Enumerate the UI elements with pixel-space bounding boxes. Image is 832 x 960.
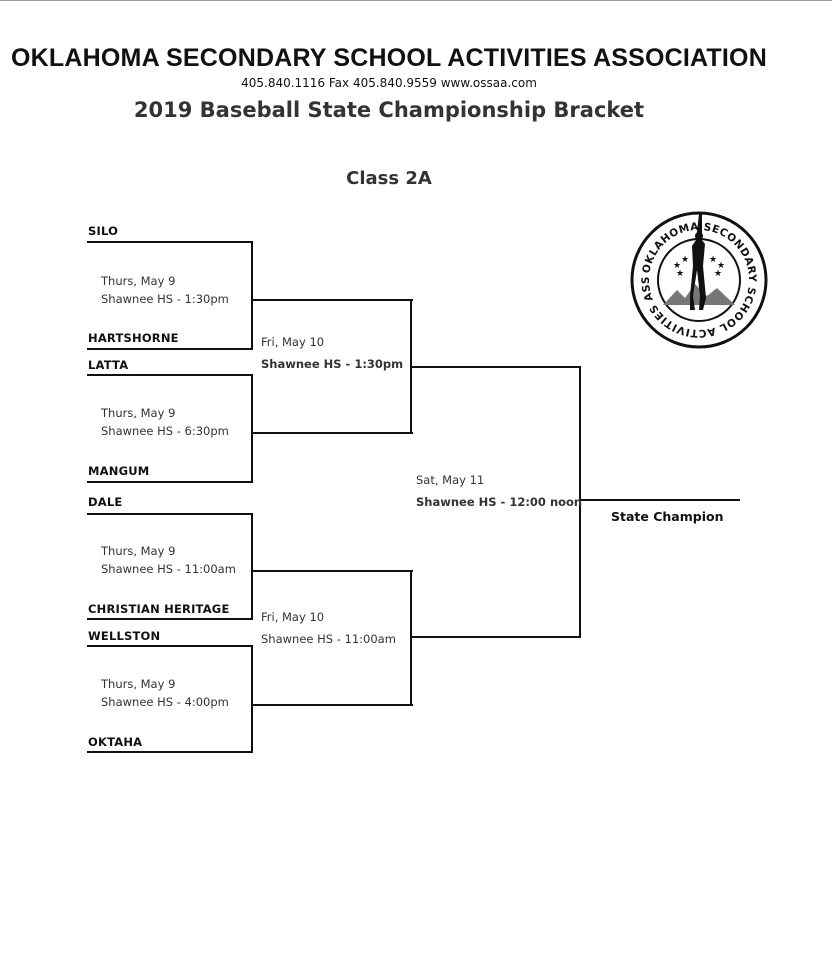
svg-text:★: ★ bbox=[681, 255, 689, 265]
bracket-line bbox=[251, 241, 253, 350]
game-date: Sat, May 11 bbox=[416, 473, 485, 487]
team-name: MANGUM bbox=[88, 464, 150, 478]
svg-text:★: ★ bbox=[676, 269, 684, 279]
game-date: Fri, May 10 bbox=[261, 610, 325, 624]
game-venue: Shawnee HS - 6:30pm bbox=[101, 424, 229, 438]
game-venue: Shawnee HS - 1:30pm bbox=[261, 357, 404, 371]
bracket-line bbox=[251, 704, 413, 706]
svg-text:★: ★ bbox=[714, 269, 722, 279]
bracket-line bbox=[87, 751, 253, 753]
bracket-line bbox=[87, 513, 253, 515]
bracket-line bbox=[410, 636, 581, 638]
page-title: 2019 Baseball State Championship Bracket bbox=[133, 98, 645, 122]
bracket-line bbox=[87, 645, 253, 647]
team-name: SILO bbox=[88, 224, 119, 238]
bracket-line bbox=[410, 366, 581, 368]
team-name: OKTAHA bbox=[88, 735, 143, 749]
top-border-line bbox=[0, 0, 832, 1]
bracket-line bbox=[251, 645, 253, 753]
game-venue: Shawnee HS - 12:00 noon bbox=[416, 495, 583, 509]
bracket-line bbox=[251, 432, 413, 434]
bracket-line bbox=[87, 618, 253, 620]
svg-text:★: ★ bbox=[673, 261, 681, 271]
team-name: CHRISTIAN HERITAGE bbox=[88, 602, 230, 616]
bracket-line bbox=[87, 348, 253, 350]
game-venue: Shawnee HS - 11:00am bbox=[101, 562, 236, 576]
state-champion-label: State Champion bbox=[611, 509, 724, 524]
bracket-line bbox=[87, 241, 253, 243]
bracket-line bbox=[579, 366, 581, 638]
game-date: Thurs, May 9 bbox=[101, 544, 176, 558]
team-name: HARTSHORNE bbox=[88, 331, 179, 345]
game-date: Thurs, May 9 bbox=[101, 677, 176, 691]
game-date: Fri, May 10 bbox=[261, 335, 325, 349]
game-venue: Shawnee HS - 4:00pm bbox=[101, 695, 229, 709]
bracket-line bbox=[251, 299, 413, 301]
contact-info: 405.840.1116 Fax 405.840.9559 www.ossaa.… bbox=[241, 76, 537, 90]
svg-text:★: ★ bbox=[709, 255, 717, 265]
svg-text:★: ★ bbox=[717, 261, 725, 271]
team-name: WELLSTON bbox=[88, 629, 161, 643]
team-name: DALE bbox=[88, 495, 123, 509]
game-venue: Shawnee HS - 1:30pm bbox=[101, 292, 229, 306]
bracket-line bbox=[251, 513, 253, 620]
champion-line bbox=[579, 499, 740, 501]
organization-name: OKLAHOMA SECONDARY SCHOOL ACTIVITIES ASS… bbox=[11, 44, 767, 72]
bracket-line bbox=[410, 570, 412, 706]
game-date: Thurs, May 9 bbox=[101, 406, 176, 420]
class-label: Class 2A bbox=[346, 168, 432, 189]
bracket-line bbox=[251, 570, 413, 572]
ossaa-seal-icon: OKLAHOMA SECONDARY SCHOOL ACTIVITIES ASS… bbox=[629, 210, 768, 349]
team-name: LATTA bbox=[88, 358, 129, 372]
bracket-line bbox=[251, 374, 253, 483]
game-date: Thurs, May 9 bbox=[101, 274, 176, 288]
bracket-line bbox=[87, 481, 253, 483]
game-venue: Shawnee HS - 11:00am bbox=[261, 632, 396, 646]
bracket-line bbox=[87, 374, 253, 376]
